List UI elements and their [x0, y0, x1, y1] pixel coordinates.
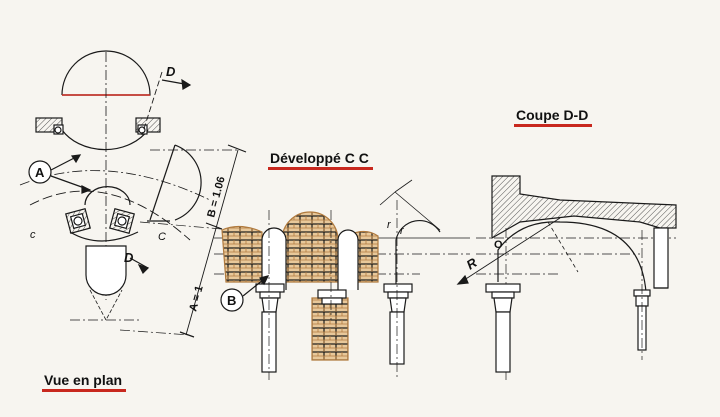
title-developpe: Développé C C — [268, 150, 373, 170]
title-coupe: Coupe D-D — [514, 107, 593, 127]
plan-side-dome — [174, 144, 202, 221]
label-o-center: O — [494, 239, 503, 251]
plan-arch-upper — [61, 129, 149, 151]
title-vue-text: Vue en plan — [44, 372, 123, 388]
column-2 — [317, 210, 347, 320]
title-coupe-underline — [514, 124, 593, 127]
section-main-arch — [497, 221, 647, 293]
title-developpe-underline — [268, 167, 373, 170]
plan-arch-middle — [84, 185, 131, 206]
brick-arch-center — [281, 211, 339, 283]
label-r-small-1: r — [387, 219, 392, 231]
title-developpe-text: Développé C C — [270, 150, 369, 166]
label-b-circle: B — [227, 293, 236, 308]
brick-arch-left — [221, 225, 263, 283]
label-dim-a: A = 1 — [187, 284, 205, 312]
plan-apse — [85, 245, 127, 296]
brick-pier-center — [311, 297, 349, 361]
label-c-left: c — [30, 229, 36, 241]
callout-b-circle — [220, 288, 244, 312]
callout-a-circle — [28, 160, 52, 184]
section-wall-mass — [491, 175, 677, 240]
column-1 — [255, 210, 285, 380]
plan-arc-c — [29, 190, 191, 241]
label-r-small-2: r — [400, 225, 405, 237]
title-coupe-text: Coupe D-D — [516, 107, 589, 123]
label-d-top: D — [166, 64, 176, 79]
plan-upper-dome — [61, 50, 151, 96]
title-vue-underline — [42, 389, 127, 392]
section-view — [456, 175, 677, 380]
label-d-bottom: D — [124, 250, 134, 265]
plan-view — [19, 50, 247, 338]
developed-elevation — [214, 179, 470, 380]
column-3 — [383, 200, 413, 380]
label-a-circle: A — [35, 165, 45, 180]
title-vue-en-plan: Vue en plan — [42, 372, 127, 392]
label-c-right: C — [158, 231, 166, 243]
label-r-radius: R — [464, 255, 480, 273]
